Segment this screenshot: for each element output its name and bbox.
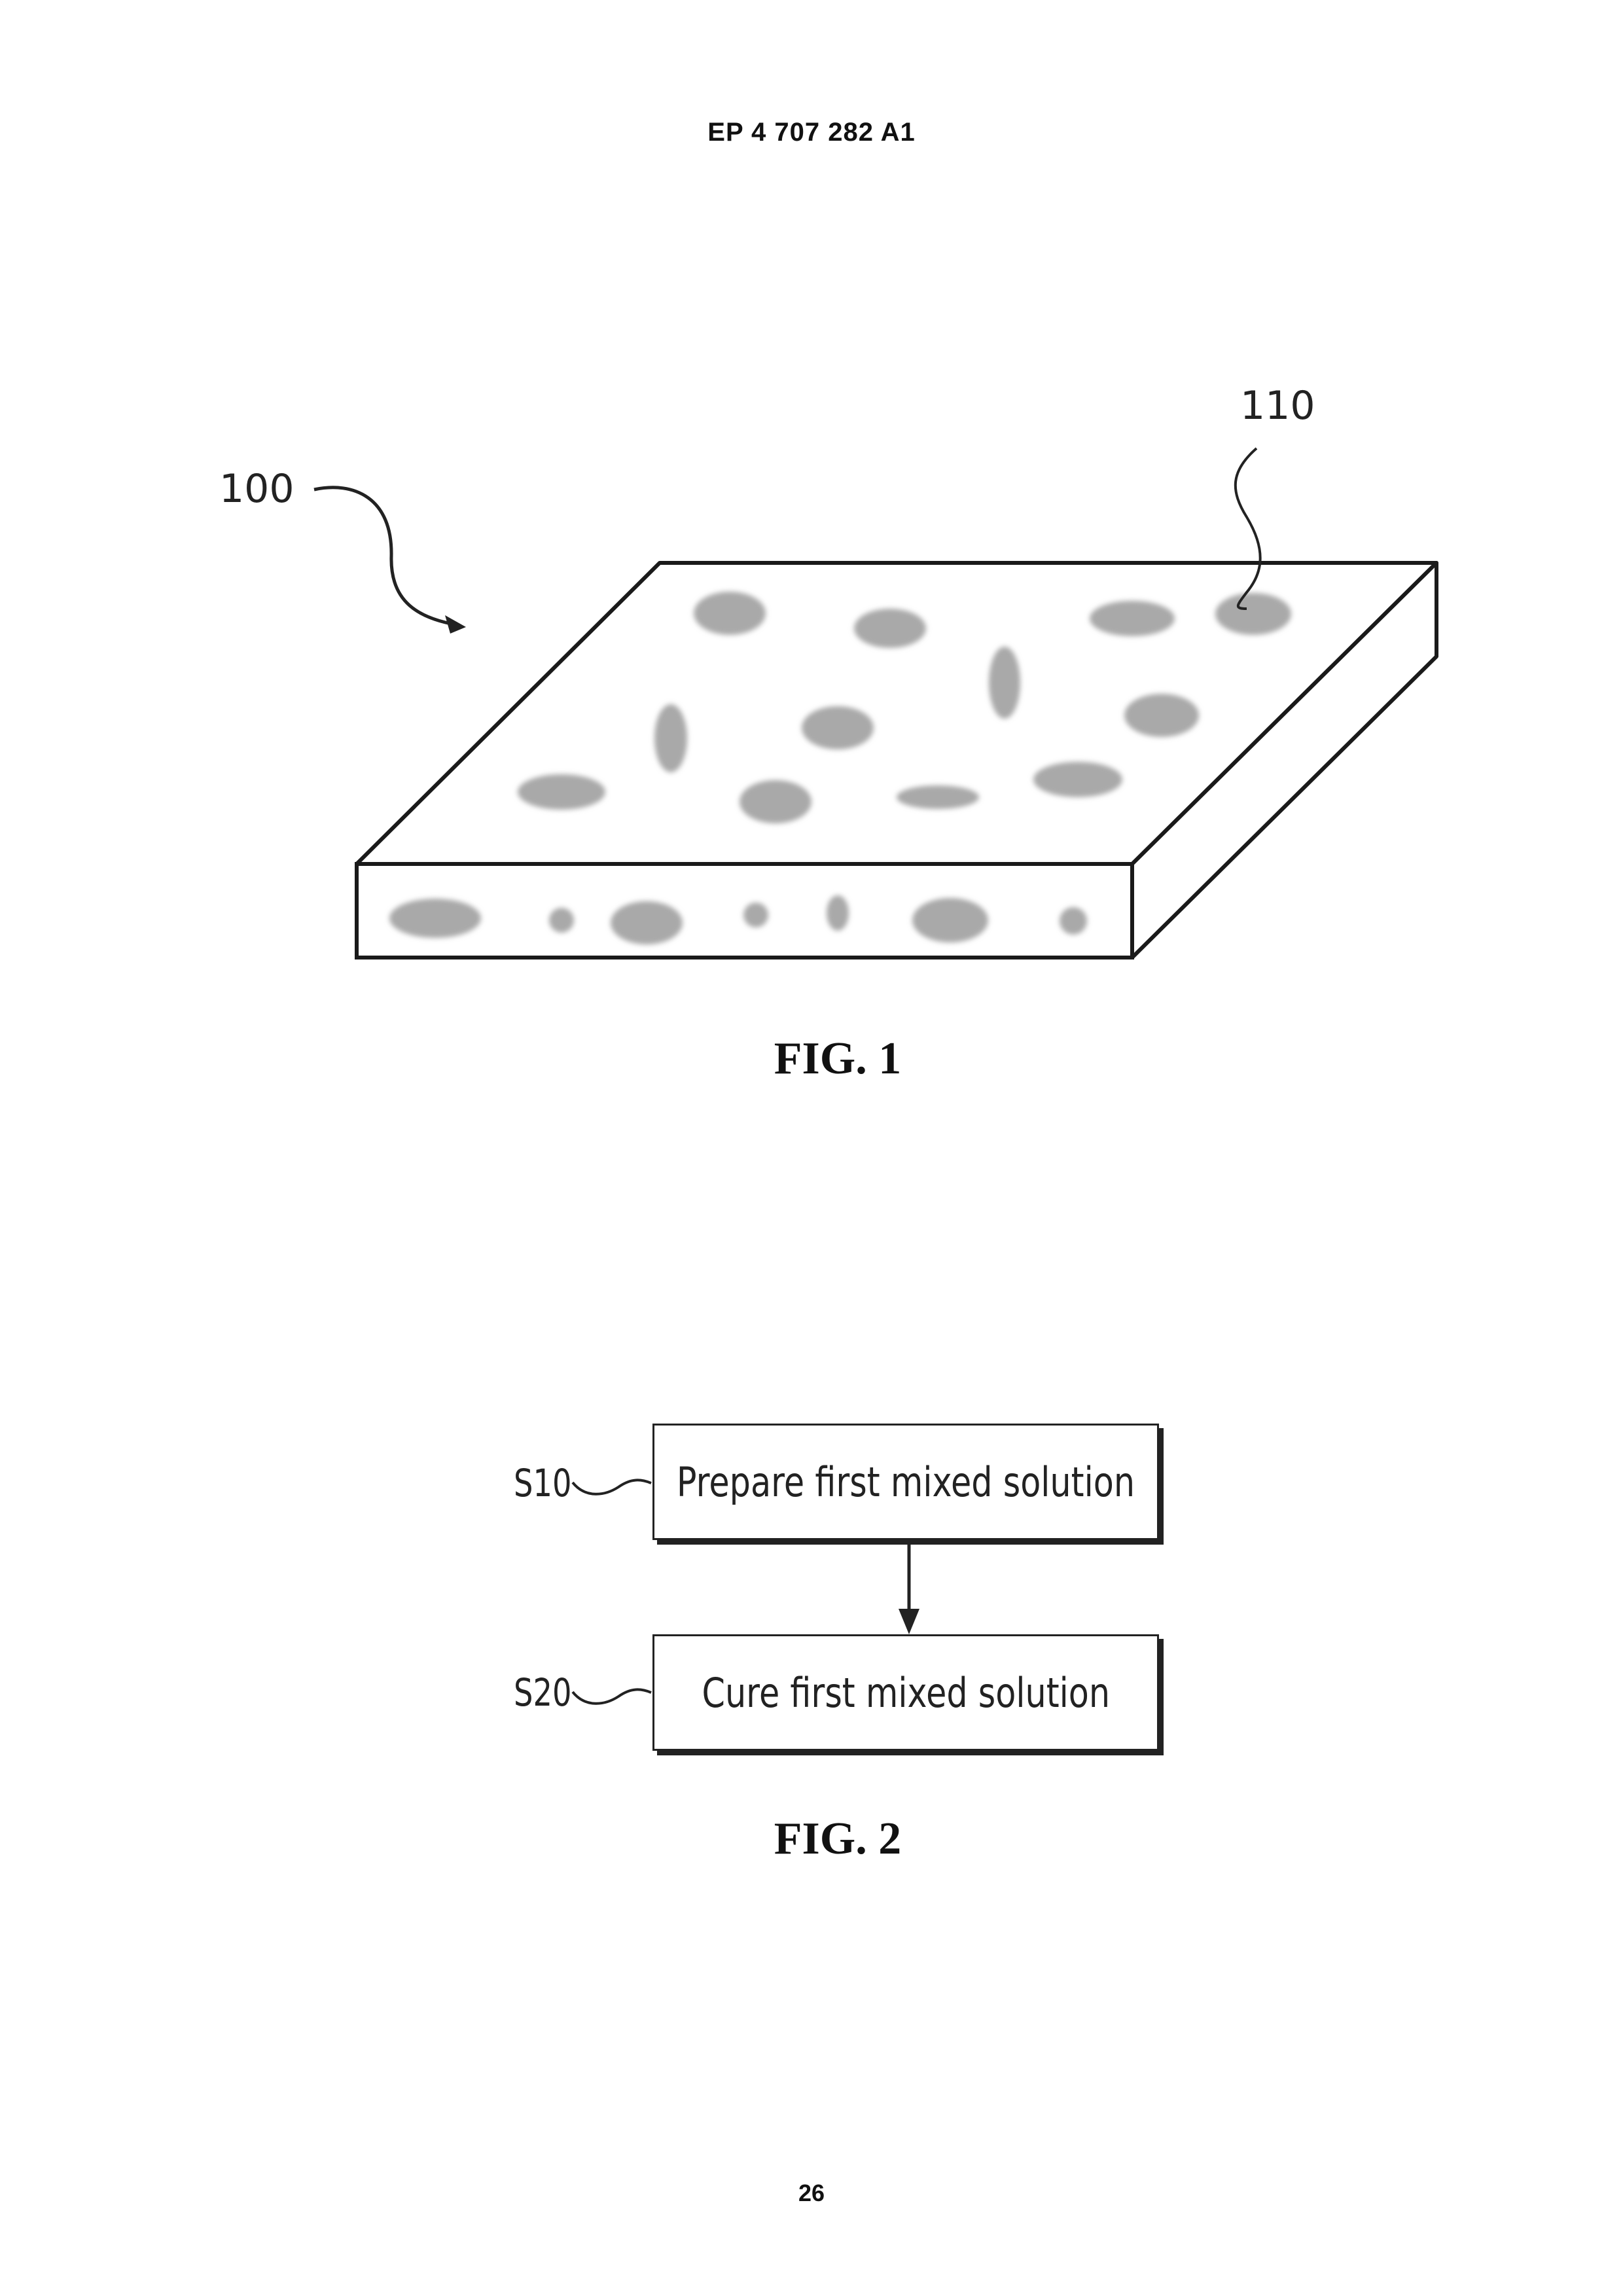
leader-s10 [573,1480,651,1494]
step-box-s10: Prepare first mixed solution [652,1424,1159,1540]
figure-2-caption: FIG. 2 [641,1813,1034,1865]
step-text-s20: Cure first mixed solution [702,1669,1110,1717]
step-label-s10: S10 [514,1461,572,1505]
page-number: 26 [0,2179,1623,2207]
step-text-s10: Prepare first mixed solution [677,1458,1135,1506]
leader-s20 [573,1689,651,1703]
flow-arrowhead [899,1609,919,1634]
step-label-s20: S20 [514,1670,572,1715]
step-box-s20: Cure first mixed solution [652,1634,1159,1751]
